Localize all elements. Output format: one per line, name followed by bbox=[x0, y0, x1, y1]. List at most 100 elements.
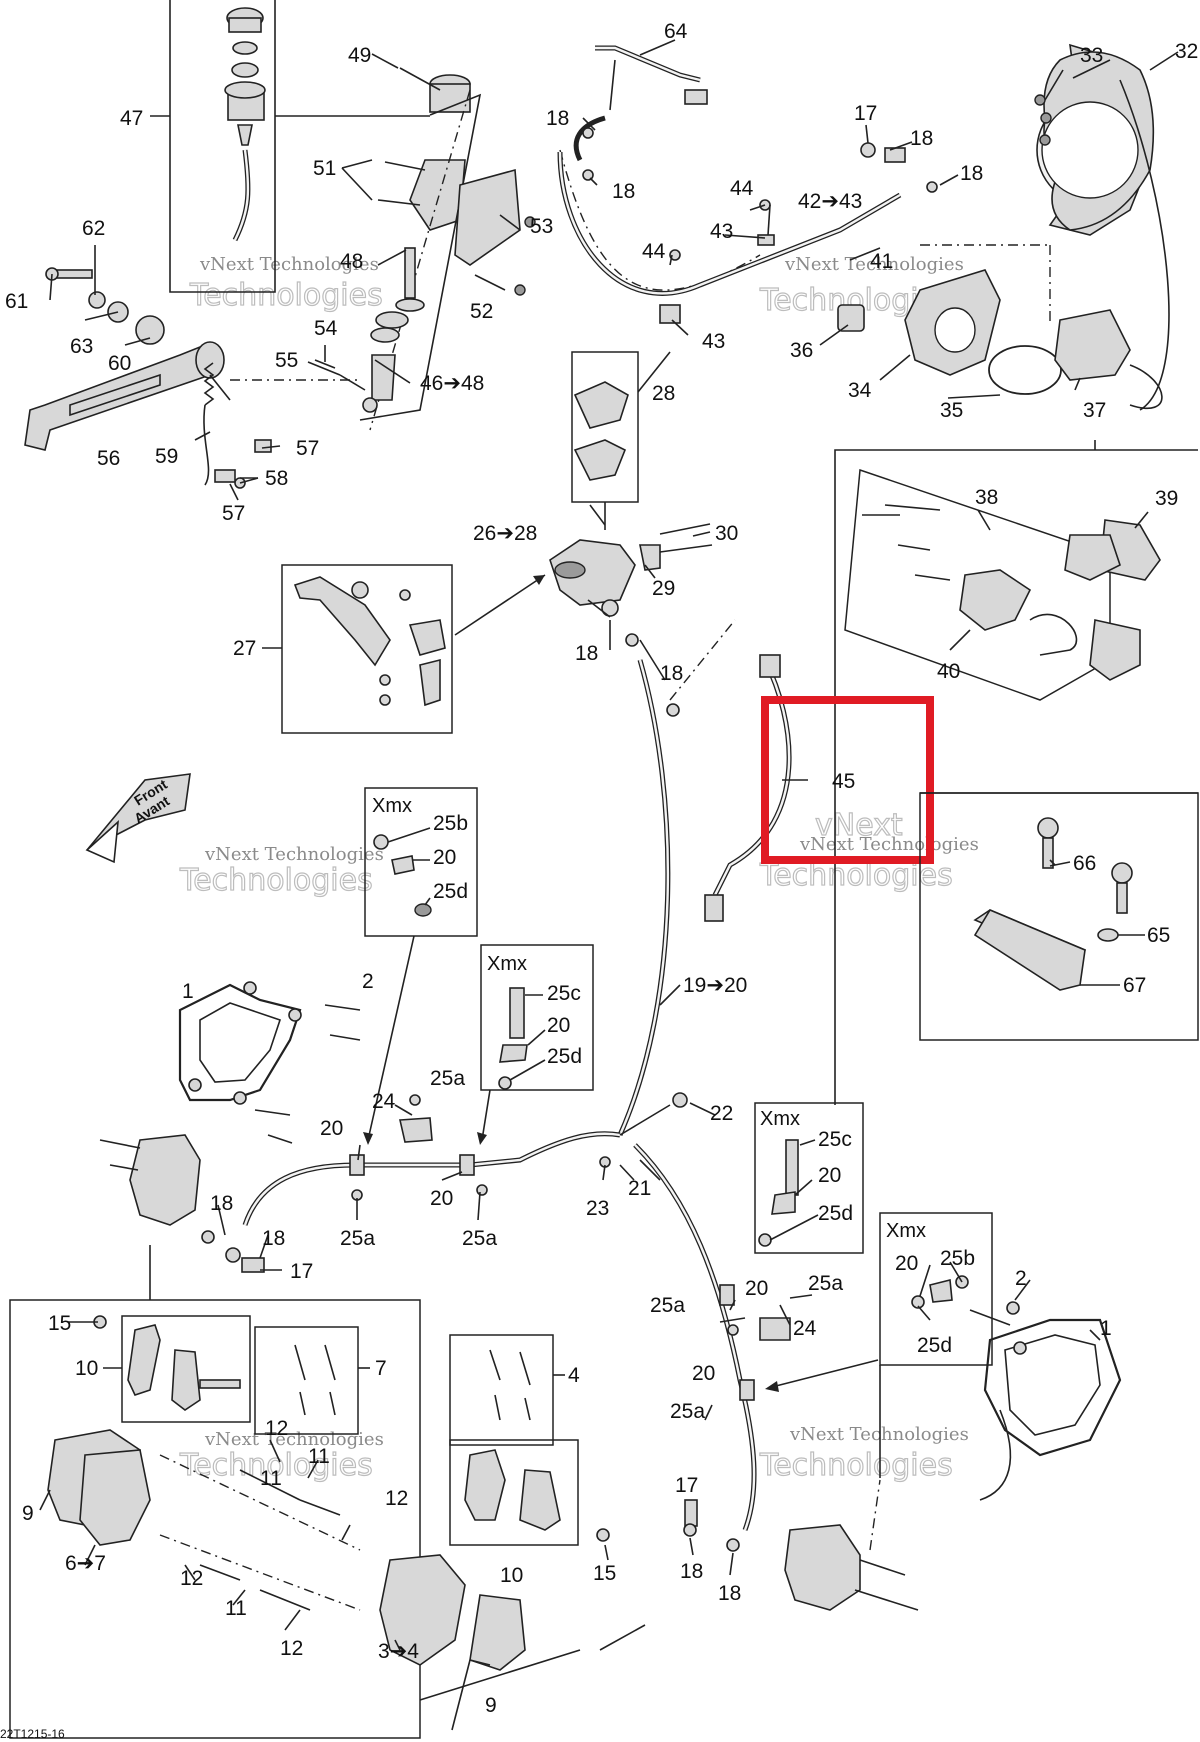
callout-48: 48 bbox=[340, 250, 363, 273]
callout-20: 20 bbox=[320, 1117, 343, 1140]
callout-18: 18 bbox=[262, 1227, 285, 1250]
callout-58: 58 bbox=[265, 467, 288, 490]
front-master-cylinder-group bbox=[281, 351, 713, 734]
callout-25a: 25a bbox=[430, 1067, 465, 1090]
callout-46-48: 46➔48 bbox=[420, 372, 484, 395]
highlight-box-45 bbox=[761, 696, 934, 864]
callout-42-43: 42➔43 bbox=[798, 190, 862, 213]
callout-11: 11 bbox=[225, 1597, 247, 1620]
callout-25b: 25b bbox=[940, 1247, 975, 1270]
callout-32: 32 bbox=[1175, 40, 1198, 63]
callout-45: 45 bbox=[832, 770, 855, 793]
callout-26-28: 26➔28 bbox=[473, 522, 537, 545]
callout-24: 24 bbox=[793, 1317, 817, 1340]
callout-2: 2 bbox=[362, 970, 374, 993]
watermark-text: vNext Technologies bbox=[204, 844, 384, 865]
watermark-text: Technologies bbox=[759, 1448, 953, 1483]
callout-20: 20 bbox=[692, 1362, 715, 1385]
watermark-text: vNext Technologies bbox=[784, 254, 964, 275]
callout-23: 23 bbox=[586, 1197, 609, 1220]
callout-17: 17 bbox=[675, 1474, 698, 1497]
rear-master-cylinder-group bbox=[24, 0, 536, 489]
callout-3-4: 3➔4 bbox=[378, 1640, 419, 1663]
callout-1: 1 bbox=[182, 980, 194, 1003]
callout-39: 39 bbox=[1155, 487, 1178, 510]
callout-2: 2 bbox=[1015, 1267, 1027, 1290]
callout-29: 29 bbox=[652, 577, 675, 600]
watermark-text: vNext Technologies bbox=[199, 254, 379, 275]
callout-10: 10 bbox=[500, 1564, 523, 1587]
callout-22: 22 bbox=[710, 1102, 733, 1125]
watermark-text: vNext Technologies bbox=[799, 834, 979, 855]
xmx-box-3: Xmx bbox=[754, 1102, 864, 1254]
watermark-text: Technologies bbox=[189, 278, 383, 313]
callout-56: 56 bbox=[97, 447, 120, 470]
callout-55: 55 bbox=[275, 349, 298, 372]
watermark-text: vNext bbox=[815, 808, 903, 843]
callout-65: 65 bbox=[1147, 924, 1170, 947]
callout-59: 59 bbox=[155, 445, 178, 468]
callout-19-20: 19➔20 bbox=[683, 974, 747, 997]
callout-51: 51 bbox=[313, 157, 336, 180]
callout-18: 18 bbox=[210, 1192, 233, 1215]
leader-lines bbox=[39, 39, 1179, 1731]
rear-disc-caliper-group bbox=[837, 43, 1170, 411]
callout-25c: 25c bbox=[547, 982, 581, 1005]
callout-20: 20 bbox=[745, 1277, 768, 1300]
callout-25a: 25a bbox=[808, 1272, 843, 1295]
callout-12: 12 bbox=[280, 1637, 303, 1660]
callout-20: 20 bbox=[818, 1164, 841, 1187]
callout-9: 9 bbox=[22, 1502, 34, 1525]
callout-30: 30 bbox=[715, 522, 738, 545]
callout-25d: 25d bbox=[433, 880, 468, 903]
callout-25d: 25d bbox=[547, 1045, 582, 1068]
bracket-box-65-67 bbox=[919, 792, 1199, 1041]
xmx-title: Xmx bbox=[760, 1108, 800, 1130]
callout-54: 54 bbox=[314, 317, 338, 340]
callout-63: 63 bbox=[70, 335, 93, 358]
callout-10: 10 bbox=[75, 1357, 98, 1380]
callout-12: 12 bbox=[265, 1417, 288, 1440]
callout-9: 9 bbox=[485, 1694, 497, 1717]
callout-20: 20 bbox=[430, 1187, 453, 1210]
callout-44: 44 bbox=[730, 177, 754, 200]
callout-20: 20 bbox=[547, 1014, 570, 1037]
callout-25a: 25a bbox=[670, 1400, 705, 1423]
xmx-box-2: Xmx bbox=[477, 944, 594, 1145]
callout-11: 11 bbox=[308, 1445, 330, 1468]
callout-27: 27 bbox=[233, 637, 256, 660]
callout-57: 57 bbox=[296, 437, 319, 460]
callout-67: 67 bbox=[1123, 974, 1146, 997]
callout-15: 15 bbox=[48, 1312, 71, 1335]
callout-60: 60 bbox=[108, 352, 131, 375]
callout-4: 4 bbox=[568, 1364, 580, 1387]
callout-12: 12 bbox=[180, 1567, 203, 1590]
xmx-box-1: Xmx bbox=[363, 787, 478, 1145]
callout-6-7: 6➔7 bbox=[65, 1552, 106, 1575]
callout-49: 49 bbox=[348, 44, 371, 67]
watermark-text: vNext Technologies bbox=[204, 1429, 384, 1450]
diagram-code: 22T1215-16 bbox=[0, 1727, 65, 1741]
xmx-box-4: Xmx bbox=[765, 1212, 993, 1392]
callout-40: 40 bbox=[937, 660, 960, 683]
callout-34: 34 bbox=[848, 379, 872, 402]
callout-43: 43 bbox=[702, 330, 725, 353]
callout-57: 57 bbox=[222, 502, 245, 525]
callout-33: 33 bbox=[1080, 44, 1103, 67]
callout-53: 53 bbox=[530, 215, 553, 238]
callout-18: 18 bbox=[960, 162, 983, 185]
callout-38: 38 bbox=[975, 486, 998, 509]
callout-18: 18 bbox=[575, 642, 598, 665]
watermark-text: Technologies bbox=[179, 863, 373, 898]
callout-18: 18 bbox=[546, 107, 569, 130]
callout-62: 62 bbox=[82, 217, 105, 240]
xmx-title: Xmx bbox=[487, 953, 527, 975]
callout-43: 43 bbox=[710, 220, 733, 243]
callout-36: 36 bbox=[790, 339, 813, 362]
xmx-title: Xmx bbox=[372, 795, 412, 817]
callout-25a: 25a bbox=[650, 1294, 685, 1317]
callout-1: 1 bbox=[1100, 1317, 1112, 1340]
callout-24: 24 bbox=[372, 1090, 396, 1113]
callout-52: 52 bbox=[470, 300, 493, 323]
callout-12: 12 bbox=[385, 1487, 408, 1510]
